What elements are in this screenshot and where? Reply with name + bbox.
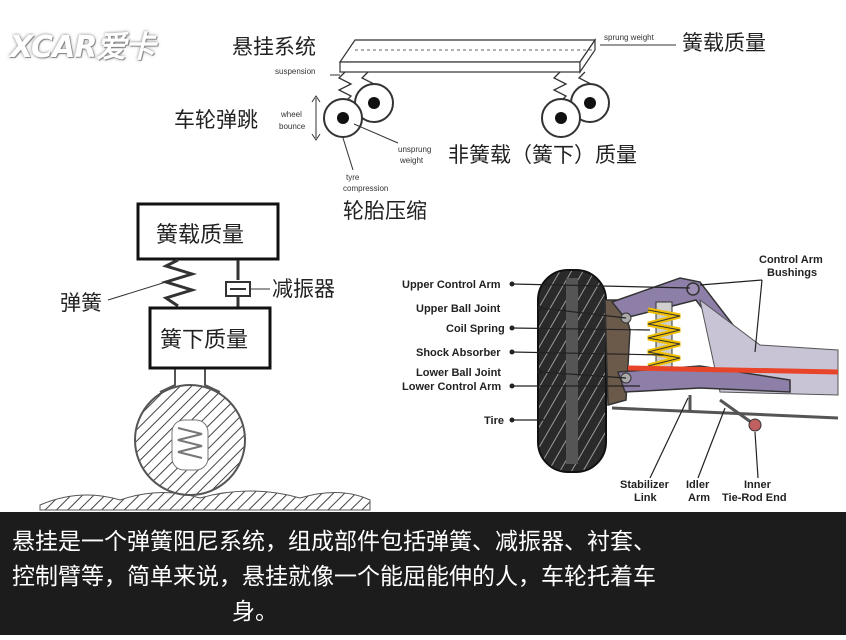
unsprung-pointer [353,123,399,144]
wheel-right-rear [570,83,610,123]
inner-tie-rod-label-2: Tie-Rod End [722,492,787,504]
idler-arm-label-2: Arm [688,492,710,504]
red-stabilizer-bar [627,365,839,375]
lower-ball-joint-label: Lower Ball Joint [416,367,501,379]
left-quarter-car-diagram: 簧载质量 弹簧 减振器 簧下质量 [39,202,371,511]
damper [225,260,251,308]
tyre-compression-label: 轮胎压缩 [343,199,427,223]
control-arm-bushings-label-2: Bushings [767,267,817,279]
inner-tie-rod-label-1: Inner [744,479,772,491]
unsprung-mass-label: 簧下质量 [160,328,248,353]
top-suspension-diagram: 悬挂系统 suspension sprung weight 簧载质量 车轮弹跳 … [174,31,766,223]
sprung-mass-label-top: 簧载质量 [682,31,766,55]
pointer-lines [511,279,763,479]
pointer-dots [509,281,543,423]
lower-control-arm [616,365,791,393]
ground [39,490,371,511]
stabilizer-link-label-1: Stabilizer [620,479,670,491]
idler-arm-label-1: Idler [686,479,710,491]
spring-label: 弹簧 [60,291,102,315]
unsprung-weight-en-label: weight [399,156,424,165]
coil-spring-label: Coil Spring [446,323,505,335]
wheel-en-label: wheel [280,110,302,119]
right-wishbone-diagram: Upper Control Arm Upper Ball Joint Coil … [402,254,839,504]
sprung-box-top [338,39,597,63]
sprung-mass-label: 簧载质量 [156,223,244,248]
caption-line-2: 控制臂等，简单来说，悬挂就像一个能屈能伸的人，车轮托着车 [12,564,656,590]
spring-left-front [337,71,353,103]
tire-label: Tire [484,415,504,427]
caption-bar: 悬挂是一个弹簧阻尼系统，组成部件包括弹簧、减振器、衬套、 控制臂等，简单来说，悬… [0,512,846,635]
upper-control-arm-label: Upper Control Arm [402,279,501,291]
suspension-en-label: suspension [275,67,315,76]
caption-line-3: 身。 [232,599,278,625]
wheel-bounce-label: 车轮弹跳 [174,108,258,132]
spring-right-front [552,71,568,103]
sprung-box-side [579,38,596,74]
xcar-logo: XCAR爱卡 [10,30,155,65]
sprung-box-front [339,61,581,73]
unsprung-mass-box [148,306,272,370]
shock-absorber-label: Shock Absorber [416,347,501,359]
spring [160,258,198,308]
tyre-pointer [342,137,354,171]
sprung-weight-en-label: sprung weight [604,33,655,42]
bounce-en-label: bounce [279,122,306,131]
stabilizer-link-label-2: Link [634,492,657,504]
damper-label: 减振器 [272,277,335,301]
wheel-right-front [541,98,581,138]
wheel-left-front [323,98,363,138]
unsprung-mass-label-top: 非簧载（簧下）质量 [448,143,637,167]
compression-en-label: compression [343,184,388,193]
control-arm-bushings-label-1: Control Arm [759,254,823,266]
lower-control-arm-label: Lower Control Arm [402,381,501,393]
upper-ball-joint-label: Upper Ball Joint [416,303,501,315]
sprung-mass-box [136,202,280,261]
suspension-system-label: 悬挂系统 [232,35,316,59]
tyre-en-label: tyre [346,173,360,182]
caption-line-1: 悬挂是一个弹簧阻尼系统，组成部件包括弹簧、减振器、衬套、 [12,529,656,555]
unsprung-en-label: unsprung [398,145,431,154]
